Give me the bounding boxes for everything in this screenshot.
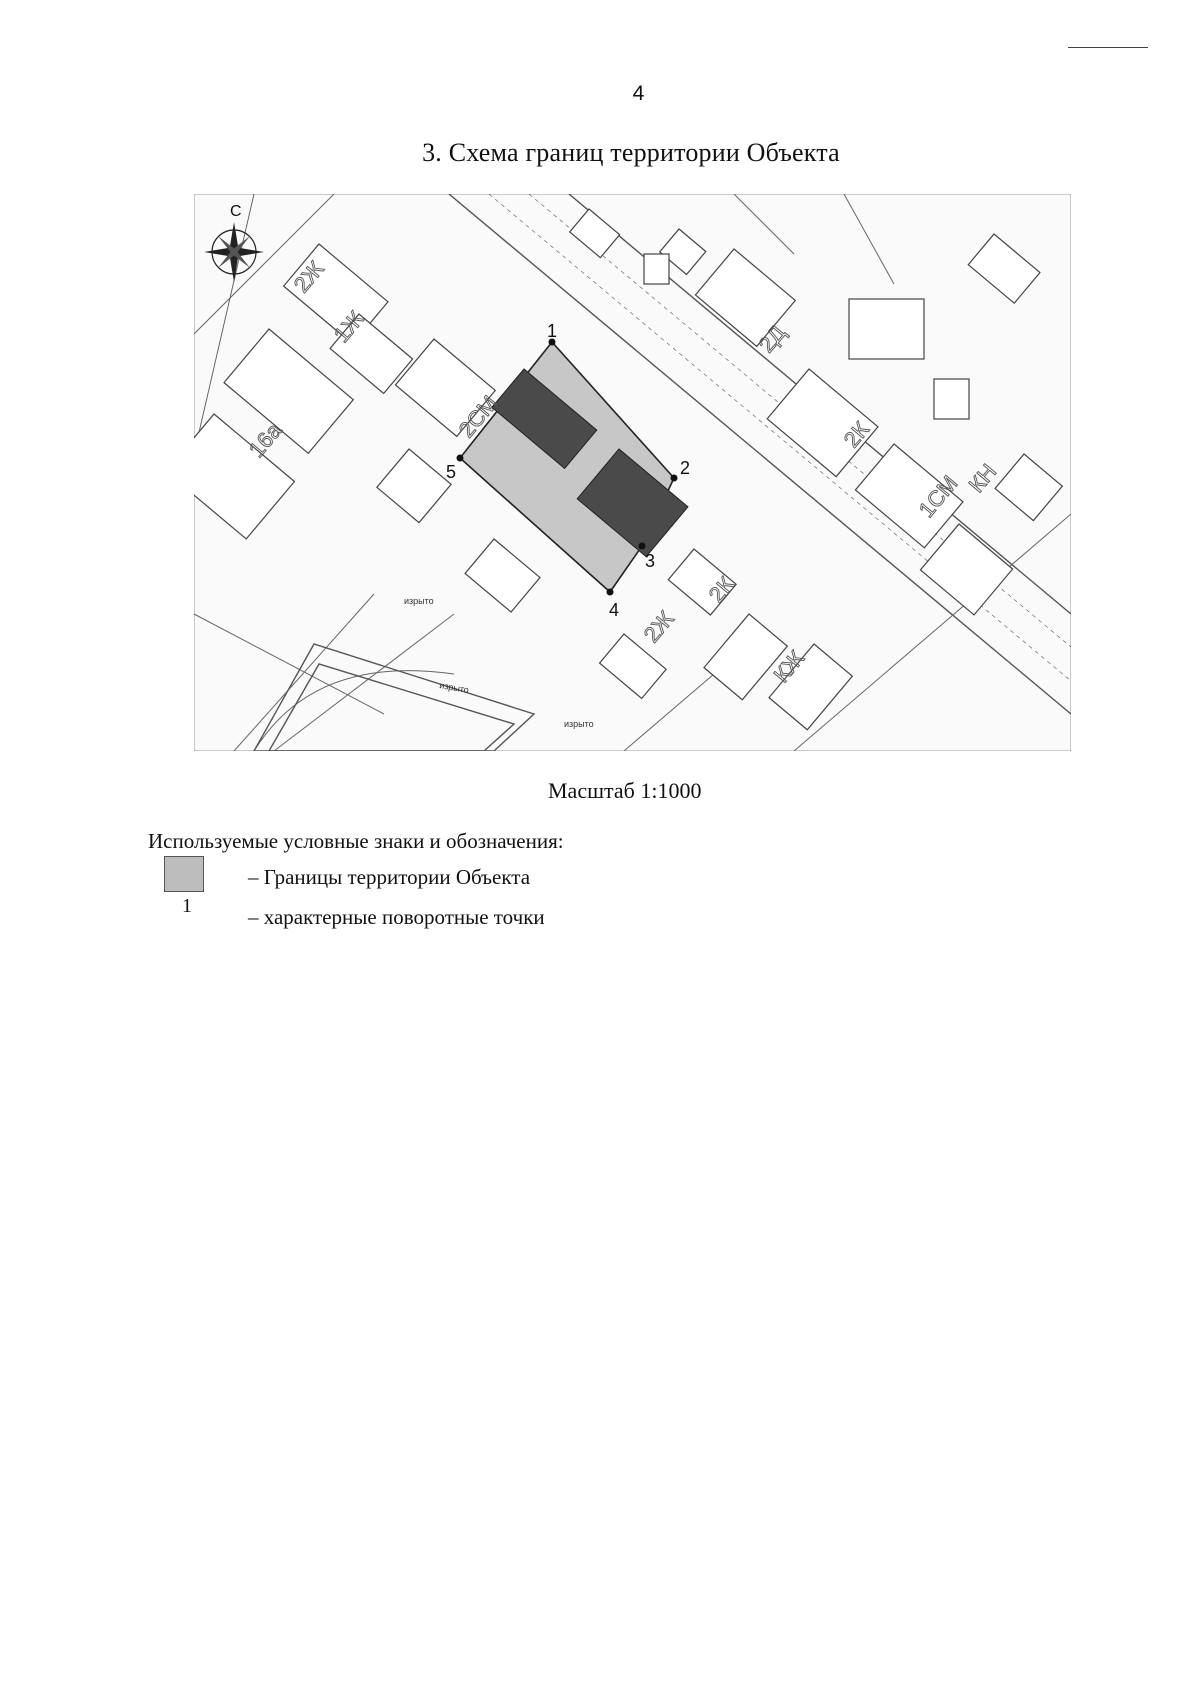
lower-building [253,643,536,751]
legend-title: Используемые условные знаки и обозначени… [148,829,564,853]
surface-label: изрыто [564,719,594,729]
legend-label-territory: – Границы территории Объекта [248,865,531,889]
object-buildings [491,368,689,558]
point-label-2: 2 [680,458,690,478]
page-number: 4 [632,82,645,105]
north-label: С [230,203,242,220]
section-title: 3. Схема границ территории Объекта [422,138,840,167]
surface-label: изрыто [404,596,434,606]
point-label-5: 5 [446,462,456,482]
header-rule [1068,47,1148,48]
point-label-1: 1 [547,321,557,341]
buildings [194,208,1064,731]
boundary-map: 1 2 3 4 5 2СМ 2Д 2К 1Ж 2Ж КН 1СМ КЖ 2Ж 1… [194,194,1071,751]
territory-swatch-icon [164,856,204,892]
point-label-3: 3 [645,551,655,571]
compass-icon: С [204,203,264,282]
legend-point-symbol: 1 [182,895,192,917]
turning-point-markers [456,338,678,596]
parcel-lines [194,194,1071,751]
legend-label-points: – характерные поворотные точки [248,905,545,929]
map-scale: Масштаб 1:1000 [548,778,702,803]
point-label-4: 4 [609,600,619,620]
